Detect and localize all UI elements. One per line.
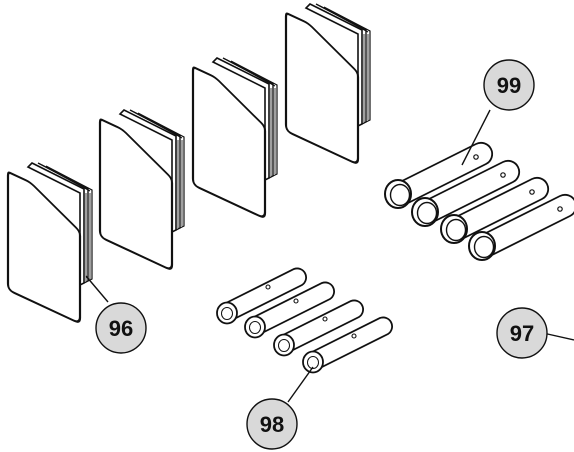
callout-96-label: 96 — [109, 316, 133, 341]
leader-line-97 — [542, 332, 574, 341]
leader-line-96 — [85, 275, 109, 303]
end-cap-3 — [191, 56, 279, 220]
callout-99: 99 — [483, 59, 535, 111]
callout-98-label: 98 — [260, 412, 284, 437]
callout-98: 98 — [246, 398, 298, 450]
callout-99-label: 99 — [497, 73, 521, 98]
leader-line-98 — [287, 366, 314, 403]
callout-96: 96 — [95, 302, 147, 354]
callout-97-label: 97 — [510, 321, 534, 346]
leader-line-99 — [461, 109, 491, 166]
end-cap-4 — [284, 2, 372, 166]
end-cap-1 — [6, 161, 94, 325]
callout-97: 97 — [496, 307, 548, 359]
end-cap-2 — [98, 108, 186, 272]
